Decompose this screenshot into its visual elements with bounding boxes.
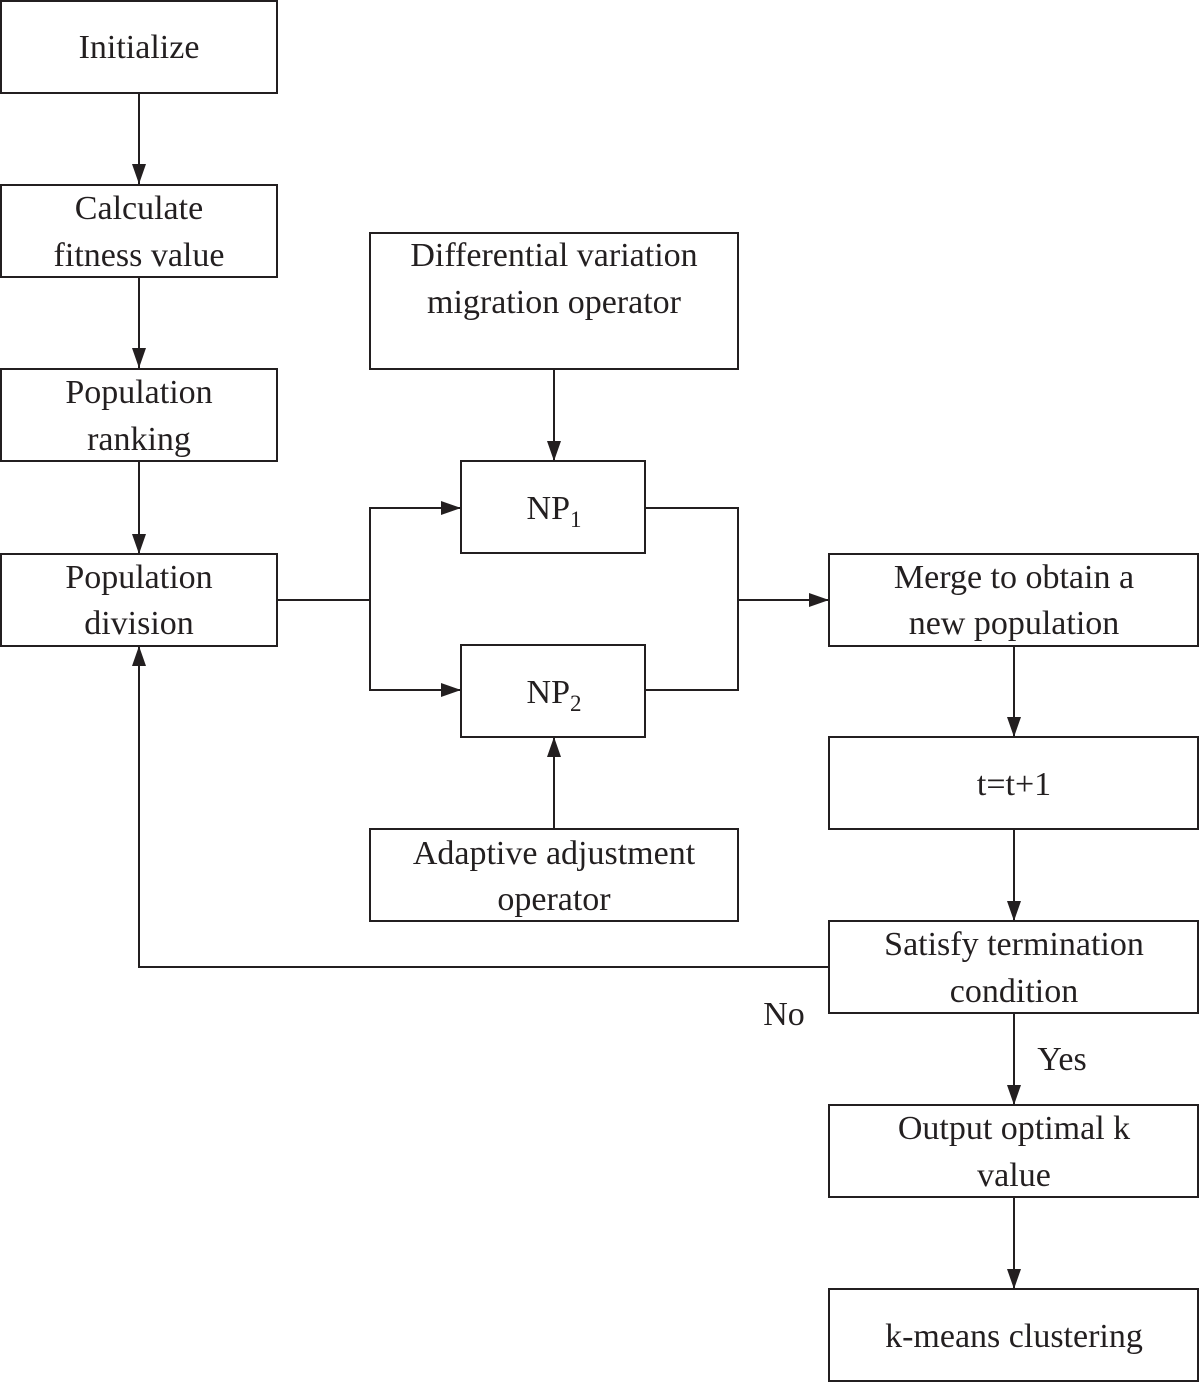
population-division-label-line-1: Population	[65, 559, 212, 596]
edge-label-no: No	[763, 996, 805, 1033]
np1-label-sub: 1	[570, 507, 582, 532]
termination-condition-label-line-1: Satisfy termination	[884, 926, 1144, 963]
edge-np2-to-joiner	[645, 600, 739, 691]
adaptive-adjustment-label-line-2: operator	[497, 881, 611, 918]
calculate-fitness-label-line-2: fitness value	[54, 237, 225, 274]
termination-condition-node: Satisfy termination condition	[828, 920, 1199, 1014]
np2-label-sub: 2	[570, 691, 582, 716]
adaptive-adjustment-label-line-1: Adaptive adjustment	[413, 835, 696, 872]
np1-node: NP1	[460, 460, 646, 554]
population-ranking-label-line-2: ranking	[87, 421, 191, 458]
np2-label-base: NP	[527, 674, 570, 711]
population-division-label-line-2: division	[84, 605, 194, 642]
differential-variation-label-line-2: migration operator	[427, 284, 682, 321]
initialize-node: Initialize	[0, 0, 278, 94]
population-ranking-label-line-1: Population	[65, 374, 212, 411]
kmeans-clustering-label: k-means clustering	[885, 1318, 1143, 1355]
kmeans-clustering-node: k-means clustering	[828, 1288, 1199, 1382]
increment-node: t=t+1	[828, 736, 1199, 830]
calculate-fitness-node: Calculate fitness value	[0, 184, 278, 278]
output-optimal-k-label-line-1: Output optimal k	[898, 1110, 1130, 1147]
edges	[132, 93, 1021, 1289]
np1-label: NP1	[527, 490, 582, 532]
edge-label-yes: Yes	[1037, 1041, 1086, 1078]
edge-satisfy-to-division-no	[132, 646, 829, 968]
edge-np1-to-joiner	[645, 507, 739, 600]
differential-variation-label-line-1: Differential variation	[410, 237, 697, 274]
edge-splitter-to-np1	[369, 501, 461, 600]
merge-population-node: Merge to obtain a new population	[828, 553, 1199, 647]
population-division-node: Population division	[0, 553, 278, 647]
edge-splitter-to-np2	[369, 600, 461, 697]
increment-label: t=t+1	[977, 766, 1051, 803]
termination-condition-label-line-2: condition	[950, 973, 1078, 1010]
output-optimal-k-label-line-2: value	[977, 1157, 1051, 1194]
initialize-label: Initialize	[79, 29, 200, 66]
merge-population-label-line-2: new population	[909, 605, 1120, 642]
output-optimal-k-node: Output optimal k value	[828, 1104, 1199, 1198]
np2-node: NP2	[460, 644, 646, 738]
np2-label: NP2	[527, 674, 582, 716]
differential-variation-node: Differential variation migration operato…	[369, 232, 739, 370]
calculate-fitness-label-line-1: Calculate	[75, 190, 203, 227]
adaptive-adjustment-node: Adaptive adjustment operator	[369, 828, 739, 922]
merge-population-label-line-1: Merge to obtain a	[894, 559, 1134, 596]
population-ranking-node: Population ranking	[0, 368, 278, 462]
np1-label-base: NP	[527, 490, 570, 527]
